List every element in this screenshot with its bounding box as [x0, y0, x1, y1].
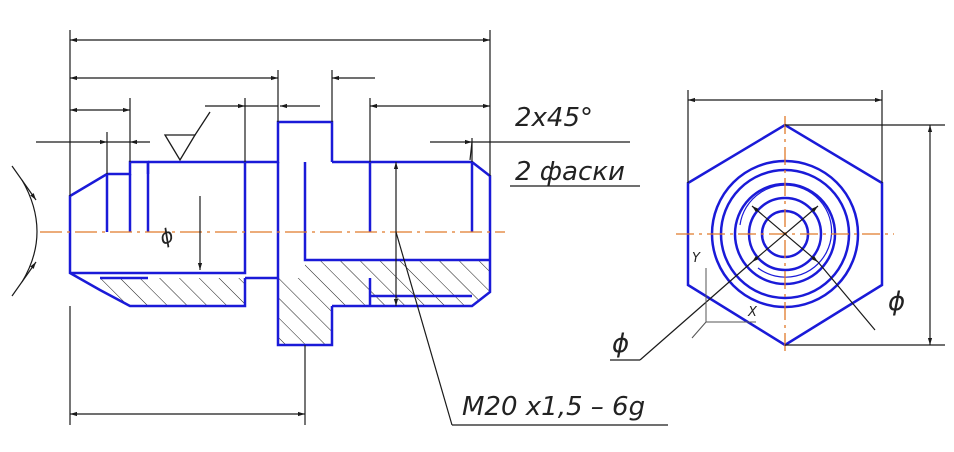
diameter-symbol-inner: ϕ [156, 223, 177, 250]
chamfer-size-label: 2x45° [515, 103, 593, 133]
axis-triad [691, 268, 756, 339]
chamfer-note-label: 2 фаски [515, 157, 625, 187]
roughness-symbol [163, 111, 211, 162]
end-view: Y X ϕ ϕ [610, 90, 945, 361]
thread-arc [739, 184, 833, 278]
axis-y-label: Y [692, 251, 701, 266]
side-view: ϕ 2x45° 2 фаски M20 x1,5 – 6g [11, 30, 668, 426]
diameter-symbol-right: ϕ [888, 287, 905, 317]
axis-x-label: X [747, 305, 758, 320]
thread-spec-label: M20 x1,5 – 6g [462, 392, 645, 422]
end-dimension-lines [610, 90, 945, 361]
diameter-symbol-left: ϕ [612, 329, 629, 359]
dimension-lines [11, 30, 668, 426]
